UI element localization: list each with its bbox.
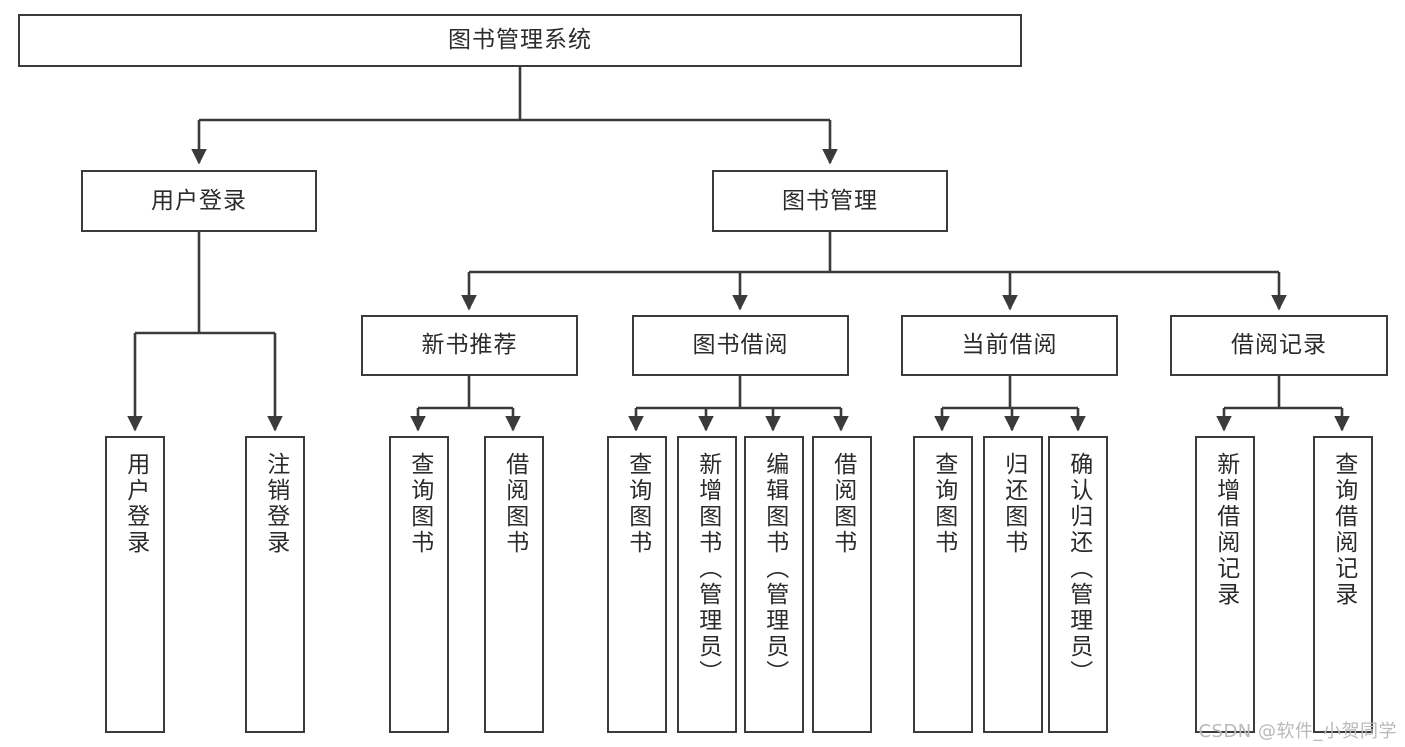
leaf-user-login-signin-label: 用户登录 xyxy=(122,452,149,556)
leaf-records-query[interactable]: 查询借阅记录 xyxy=(1313,436,1373,733)
leaf-new-books-query[interactable]: 查询图书 xyxy=(389,436,449,733)
leaf-current-confirm-return[interactable]: 确认归还（管理员） xyxy=(1048,436,1108,733)
leaf-current-return-label: 归还图书 xyxy=(1000,452,1027,556)
node-new-book-recommend[interactable]: 新书推荐 xyxy=(361,315,578,376)
node-current-borrow[interactable]: 当前借阅 xyxy=(901,315,1118,376)
leaf-new-books-query-label: 查询图书 xyxy=(406,452,433,556)
leaf-current-query-label: 查询图书 xyxy=(930,452,957,556)
leaf-user-login-signout[interactable]: 注销登录 xyxy=(245,436,305,733)
leaf-records-add[interactable]: 新增借阅记录 xyxy=(1195,436,1255,733)
leaf-borrow-borrow-book-label: 借阅图书 xyxy=(829,452,856,556)
leaf-current-return[interactable]: 归还图书 xyxy=(983,436,1043,733)
leaf-borrow-edit-book[interactable]: 编辑图书（管理员） xyxy=(744,436,804,733)
leaf-borrow-query-label: 查询图书 xyxy=(624,452,651,556)
node-user-login[interactable]: 用户登录 xyxy=(81,170,317,232)
leaf-user-login-signout-label: 注销登录 xyxy=(262,452,289,556)
node-root[interactable]: 图书管理系统 xyxy=(18,14,1022,67)
leaf-borrow-query[interactable]: 查询图书 xyxy=(607,436,667,733)
leaf-new-books-borrow-label: 借阅图书 xyxy=(501,452,528,556)
node-book-borrow-label: 图书借阅 xyxy=(692,332,789,359)
node-root-label: 图书管理系统 xyxy=(448,27,592,54)
node-new-book-recommend-label: 新书推荐 xyxy=(421,332,518,359)
leaf-borrow-add-book-label: 新增图书（管理员） xyxy=(694,452,721,686)
csdn-watermark: CSDN @软件_小贺同学 xyxy=(1198,721,1397,742)
leaf-current-query[interactable]: 查询图书 xyxy=(913,436,973,733)
leaf-current-confirm-return-label: 确认归还（管理员） xyxy=(1065,452,1092,686)
leaf-borrow-borrow-book[interactable]: 借阅图书 xyxy=(812,436,872,733)
node-book-borrow[interactable]: 图书借阅 xyxy=(632,315,849,376)
node-borrow-records-label: 借阅记录 xyxy=(1231,332,1327,359)
node-borrow-records[interactable]: 借阅记录 xyxy=(1170,315,1388,376)
leaf-borrow-add-book[interactable]: 新增图书（管理员） xyxy=(677,436,737,733)
leaf-new-books-borrow[interactable]: 借阅图书 xyxy=(484,436,544,733)
node-current-borrow-label: 当前借阅 xyxy=(961,332,1058,359)
node-book-management-label: 图书管理 xyxy=(782,187,878,214)
node-book-management[interactable]: 图书管理 xyxy=(712,170,948,232)
leaf-borrow-edit-book-label: 编辑图书（管理员） xyxy=(761,452,788,686)
leaf-user-login-signin[interactable]: 用户登录 xyxy=(105,436,165,733)
leaf-records-add-label: 新增借阅记录 xyxy=(1212,452,1239,608)
leaf-records-query-label: 查询借阅记录 xyxy=(1330,452,1357,608)
node-user-login-label: 用户登录 xyxy=(151,187,247,214)
